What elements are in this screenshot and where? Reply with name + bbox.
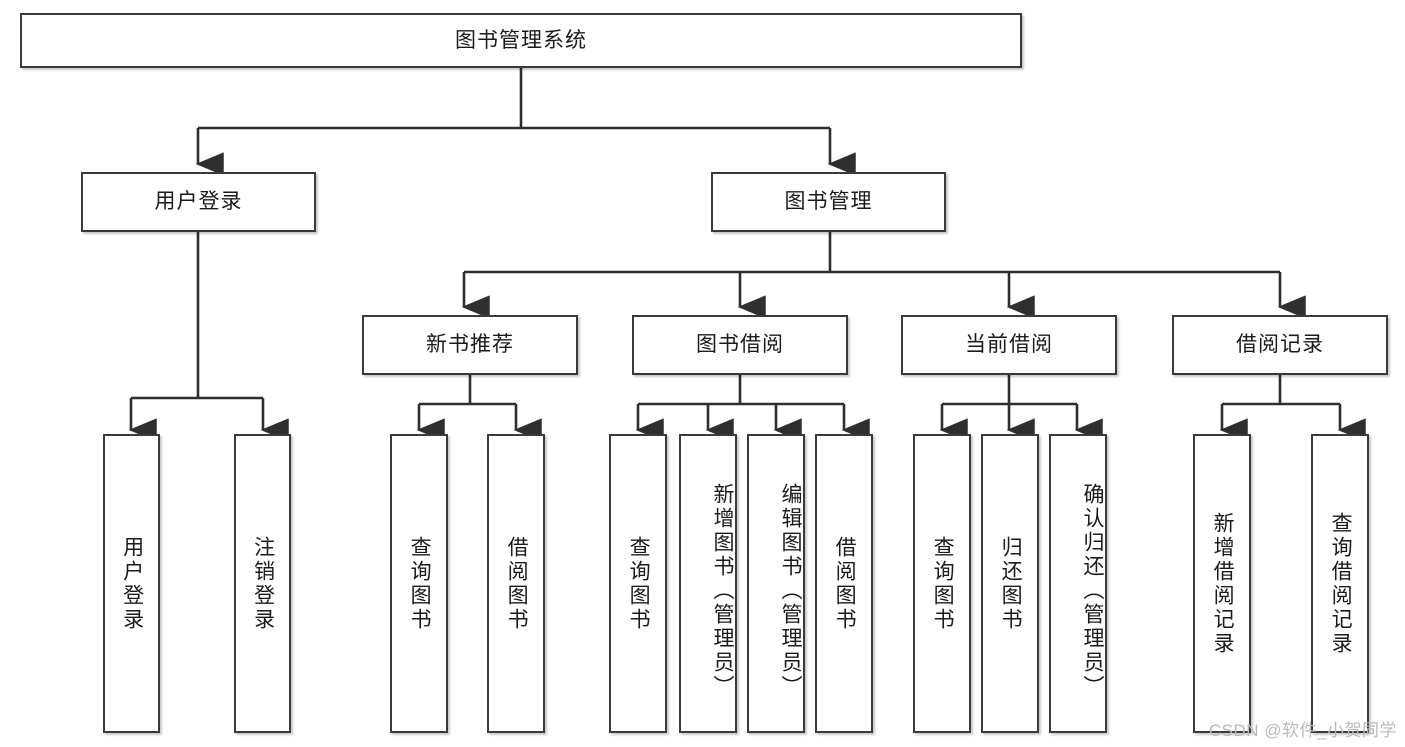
node-current-borrow[interactable]: 当前借阅 [901, 315, 1117, 375]
node-book-borrow[interactable]: 图书借阅 [632, 315, 848, 375]
node-leaf-user-login[interactable]: 用户登录 [103, 434, 160, 733]
node-leaf-logout-login[interactable]: 注销登录 [234, 434, 291, 733]
node-leaf-edit-book[interactable]: 编辑图书（管理员） [747, 434, 805, 733]
node-book-management[interactable]: 图书管理 [711, 172, 946, 232]
node-label: 借阅图书 [505, 535, 529, 632]
node-label: 确认归还（管理员） [1081, 482, 1104, 699]
node-leaf-query-borrow-record[interactable]: 查询借阅记录 [1311, 434, 1369, 733]
node-label: 新增图书（管理员） [711, 482, 734, 699]
node-leaf-query-book-1[interactable]: 查询图书 [390, 434, 448, 733]
node-leaf-confirm-return[interactable]: 确认归还（管理员） [1049, 434, 1107, 733]
node-leaf-borrow-book-1[interactable]: 借阅图书 [487, 434, 545, 733]
node-label: 注销登录 [251, 535, 275, 632]
node-leaf-query-book-2[interactable]: 查询图书 [609, 434, 667, 733]
node-label: 编辑图书（管理员） [779, 482, 802, 699]
node-label: 图书管理系统 [455, 28, 587, 52]
node-label: 借阅图书 [833, 535, 857, 632]
node-label: 当前借阅 [965, 333, 1053, 357]
node-leaf-query-book-3[interactable]: 查询图书 [913, 434, 971, 733]
node-label: 查询图书 [408, 535, 432, 632]
node-label: 借阅记录 [1236, 333, 1324, 357]
node-leaf-add-book[interactable]: 新增图书（管理员） [679, 434, 737, 733]
node-user-login[interactable]: 用户登录 [81, 172, 316, 232]
node-root-system[interactable]: 图书管理系统 [20, 13, 1022, 68]
node-leaf-borrow-book-2[interactable]: 借阅图书 [815, 434, 873, 733]
node-leaf-add-borrow-record[interactable]: 新增借阅记录 [1193, 434, 1251, 733]
node-label: 新书推荐 [426, 333, 514, 357]
node-label: 图书借阅 [696, 333, 784, 357]
node-label: 查询图书 [627, 535, 651, 632]
node-label: 查询借阅记录 [1329, 511, 1353, 656]
node-label: 用户登录 [154, 190, 243, 214]
node-borrow-record[interactable]: 借阅记录 [1172, 315, 1388, 375]
node-label: 新增借阅记录 [1211, 511, 1235, 656]
node-label: 用户登录 [120, 535, 144, 632]
node-new-book-recommend[interactable]: 新书推荐 [362, 315, 578, 375]
node-label: 查询图书 [931, 535, 955, 632]
node-label: 归还图书 [999, 535, 1023, 632]
node-leaf-return-book[interactable]: 归还图书 [981, 434, 1039, 733]
node-label: 图书管理 [784, 190, 873, 214]
